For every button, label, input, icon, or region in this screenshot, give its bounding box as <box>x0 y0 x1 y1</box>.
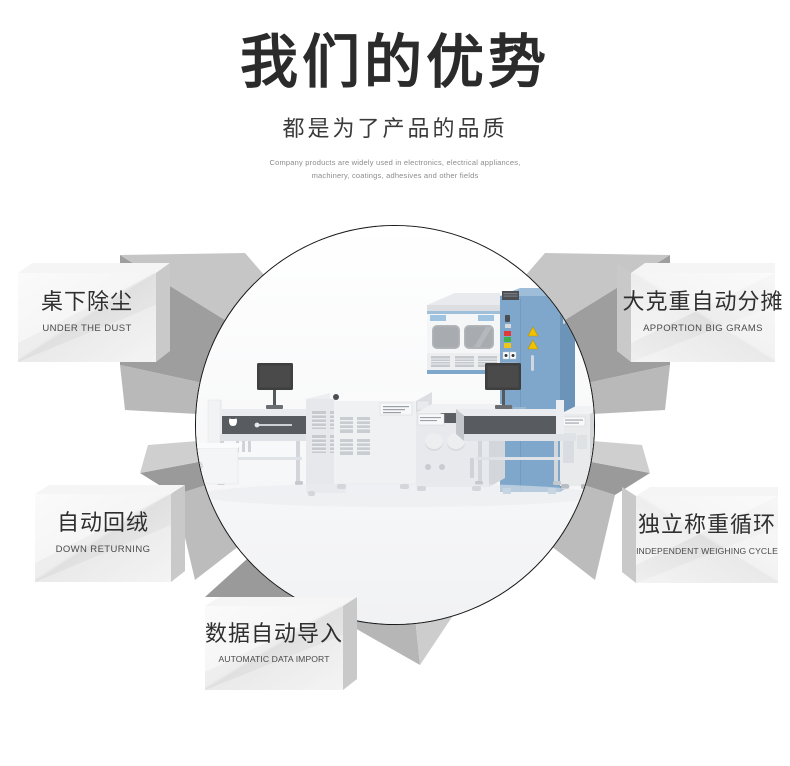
machine-illustration <box>196 226 594 624</box>
main-machine-chamber <box>427 293 500 374</box>
feature-box-down-returning[interactable]: 自动回绒 DOWN RETURNING <box>35 485 188 582</box>
feature-box-automatic-data-import[interactable]: 数据自动导入 AUTOMATIC DATA IMPORT <box>205 597 360 690</box>
feature-label-cn: 数据自动导入 <box>205 621 344 647</box>
front-left-unit <box>333 392 432 489</box>
feature-box-apportion-big-grams-shape <box>617 263 775 362</box>
page-title: 我们的优势 <box>239 28 550 96</box>
page-subtitle: 都是为了产品的品质 <box>282 117 508 142</box>
feature-label-en: APPORTION BIG GRAMS <box>643 322 763 334</box>
feature-box-independent-weighing-cycle[interactable]: 独立称重循环 INDEPENDENT WEIGHING CYCLE <box>620 487 778 583</box>
feature-label-cn: 独立称重循环 <box>637 513 776 539</box>
left-workbench <box>196 363 322 485</box>
feature-label-en: UNDER THE DUST <box>42 322 132 334</box>
page-description: Company products are widely used in elec… <box>0 156 790 182</box>
page-header: 我们的优势 都是为了产品的品质 Company products are wid… <box>0 0 790 182</box>
page-description-line-1: Company products are widely used in elec… <box>269 158 521 167</box>
feature-label-en: AUTOMATIC DATA IMPORT <box>218 654 330 665</box>
feature-label-en: DOWN RETURNING <box>55 543 151 555</box>
feature-label-cn: 自动回绒 <box>56 511 149 537</box>
right-cabinet <box>560 406 594 489</box>
feature-box-under-the-dust[interactable]: 桌下除尘 UNDER THE DUST <box>18 263 173 362</box>
feature-label-cn: 桌下除尘 <box>40 290 133 316</box>
feature-box-under-the-dust-shape <box>18 263 170 362</box>
feature-box-independent-weighing-cycle-shape <box>622 487 778 583</box>
feature-label-en: INDEPENDENT WEIGHING CYCLE <box>636 545 778 556</box>
feature-box-automatic-data-import-shape <box>205 597 357 690</box>
feature-box-apportion-big-grams[interactable]: 大克重自动分摊 APPORTION BIG GRAMS <box>615 263 783 362</box>
page-description-line-2: machinery, coatings, adhesives and other… <box>311 171 479 181</box>
feature-label-cn: 大克重自动分摊 <box>622 290 784 316</box>
right-workbench <box>456 363 576 485</box>
feature-box-down-returning-shape <box>35 485 185 582</box>
diagram-scene <box>120 224 670 665</box>
